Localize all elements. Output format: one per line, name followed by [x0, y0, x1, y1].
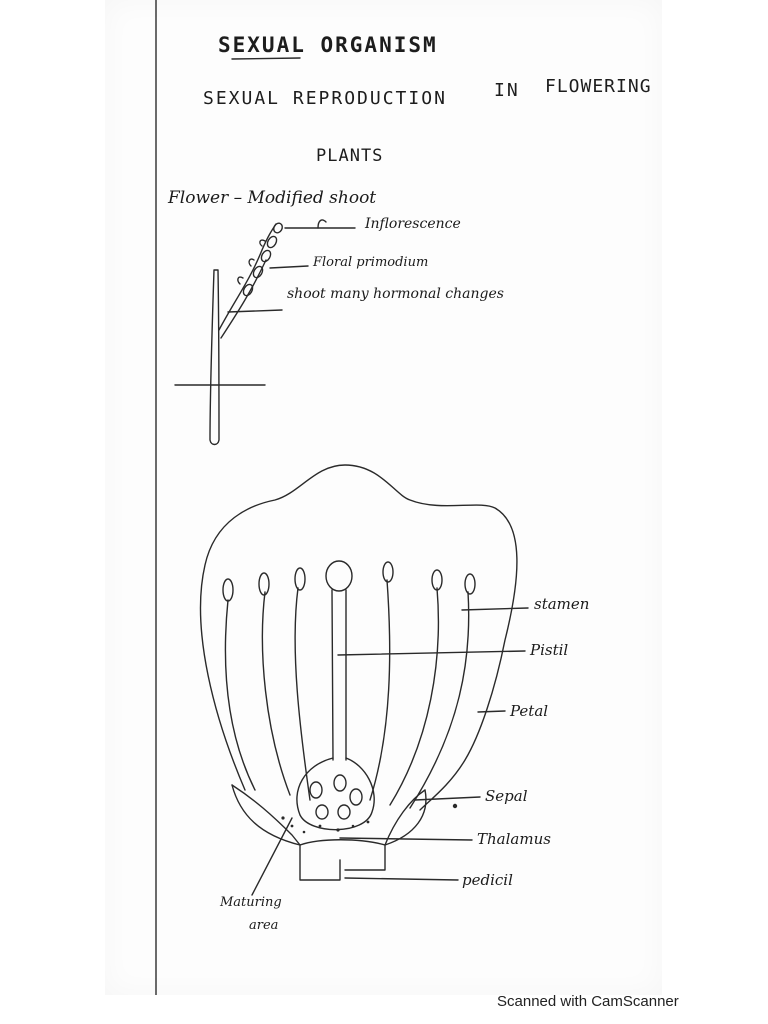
bud — [273, 222, 283, 234]
anther — [382, 561, 394, 583]
anther — [294, 567, 306, 591]
sepal-right — [384, 789, 426, 846]
label-maturing: Maturing — [220, 895, 282, 910]
sepal-left — [231, 784, 301, 846]
label-pistil: Pistil — [530, 641, 569, 659]
label-petal: Petal — [510, 702, 549, 720]
stigma — [325, 560, 353, 592]
bud — [252, 265, 264, 279]
subheading-part1: SEXUAL REPRODUCTION — [203, 88, 447, 109]
petal-outline — [199, 464, 518, 811]
label-inflorescence: Inflorescence — [365, 216, 461, 232]
flower-definition: Flower – Modified shoot — [168, 188, 377, 208]
main-stem — [209, 269, 220, 446]
subheading-part4: PLANTS — [316, 146, 384, 166]
label-area: area — [249, 918, 279, 933]
anther — [464, 573, 476, 595]
subheading-part2: IN — [494, 80, 520, 101]
notebook-page — [105, 0, 662, 995]
subheading-part3: FLOWERING — [545, 76, 652, 97]
thalamus — [299, 839, 386, 846]
branch — [218, 223, 277, 331]
pedicel — [299, 844, 386, 881]
label-sepal: Sepal — [485, 787, 528, 805]
anther — [431, 569, 443, 591]
leader-shoot — [227, 309, 283, 313]
heading-underline — [231, 57, 301, 60]
bud — [260, 249, 272, 263]
style — [331, 589, 347, 761]
margin-line — [155, 0, 157, 995]
camscanner-watermark: Scanned with CamScanner — [497, 993, 679, 1010]
bud — [242, 283, 254, 297]
leader-floral — [269, 265, 309, 269]
bud — [266, 235, 278, 249]
anther — [258, 572, 270, 596]
ovary — [296, 757, 375, 831]
label-pedicel: pedicil — [462, 871, 513, 889]
label-floral-primordium: Floral primodium — [313, 255, 429, 270]
label-stamen: stamen — [534, 595, 590, 613]
label-thalamus: Thalamus — [477, 830, 551, 848]
heading: SEXUAL ORGANISM — [218, 33, 438, 57]
label-shoot: shoot many hormonal changes — [287, 286, 504, 302]
anther — [222, 578, 234, 602]
